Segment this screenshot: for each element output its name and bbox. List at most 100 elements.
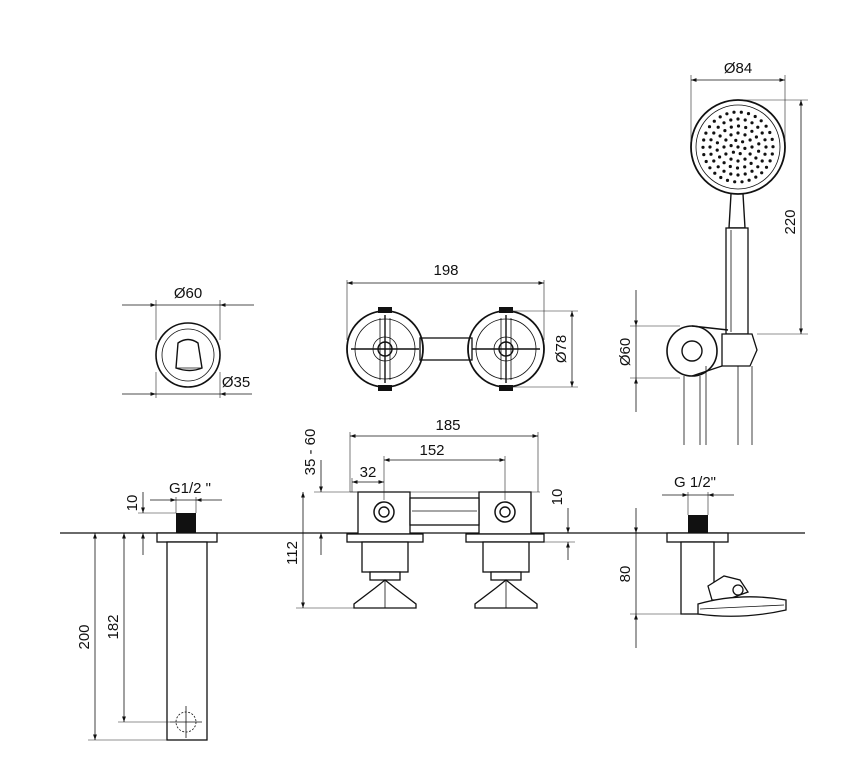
spray-nozzle-dot xyxy=(715,148,719,152)
spray-nozzle-dot xyxy=(754,175,758,179)
dim-overall-width: 185 xyxy=(435,417,460,434)
dim-mixer-height: 112 xyxy=(284,541,301,565)
spray-nozzle-dot xyxy=(763,138,767,142)
spray-nozzle-dot xyxy=(729,118,733,122)
spray-nozzle-dot xyxy=(708,145,712,149)
spray-nozzle-dot xyxy=(712,131,716,135)
dim-thread-holder: G 1/2" xyxy=(674,474,716,491)
spray-nozzle-dot xyxy=(757,142,761,146)
spray-nozzle-dot xyxy=(704,131,708,135)
spray-nozzle-dot xyxy=(707,125,712,129)
dim-hand-shower-length: 220 xyxy=(782,209,799,234)
spray-nozzle-dot xyxy=(729,125,733,129)
spray-nozzle-dot xyxy=(722,169,726,173)
spray-nozzle-dot xyxy=(718,134,722,138)
spray-nozzle-dot xyxy=(728,164,732,169)
spray-nozzle-dot xyxy=(746,112,751,116)
spray-nozzle-dot xyxy=(729,157,733,161)
spray-nozzle-dot xyxy=(770,137,774,141)
spray-nozzle-dot xyxy=(729,172,733,176)
dim-handle-diameter: Ø78 xyxy=(553,335,570,363)
spray-nozzle-dot xyxy=(722,145,726,149)
spray-nozzle-dot xyxy=(741,140,745,144)
spray-nozzle-dot xyxy=(736,159,740,163)
spray-nozzle-dot xyxy=(743,172,747,176)
spray-nozzle-dot xyxy=(748,152,752,156)
spray-nozzle-dot xyxy=(771,145,775,149)
spray-nozzle-dot xyxy=(764,124,768,128)
spray-nozzle-dot xyxy=(708,166,712,170)
spray-nozzle-dot xyxy=(764,145,768,149)
spray-nozzle-dot xyxy=(747,178,751,182)
spray-nozzle-dot xyxy=(732,110,736,114)
spray-nozzle-dot xyxy=(736,117,740,121)
spray-nozzle-dot xyxy=(724,152,728,156)
spray-nozzle-dot xyxy=(716,165,720,169)
spray-nozzle-dot xyxy=(712,119,716,123)
spray-nozzle-dot xyxy=(748,138,752,142)
spray-nozzle-dot xyxy=(718,115,722,119)
spray-nozzle-dot xyxy=(731,150,736,154)
right-cross-handle-top xyxy=(467,307,545,391)
spray-nozzle-dot xyxy=(743,133,747,137)
dim-deck-height-range: 35 - 60 xyxy=(302,429,319,476)
spray-nozzle-dot xyxy=(702,138,706,142)
spray-nozzle-dot xyxy=(729,133,733,137)
spray-nozzle-dot xyxy=(750,121,754,125)
spray-nozzle-dot xyxy=(768,130,772,135)
spray-nozzle-dot xyxy=(722,121,726,125)
mixer-front-view: 185 152 32 35 - 60 112 10 xyxy=(284,417,575,609)
spray-nozzle-dot xyxy=(760,131,764,135)
spray-nozzle-dot xyxy=(770,152,774,156)
spray-nozzle-dot xyxy=(725,178,730,182)
spray-nozzle-dot xyxy=(749,161,753,165)
dim-holder-height: 80 xyxy=(617,566,634,583)
spray-nozzle-dot xyxy=(713,171,717,175)
dim-showerhead-diameter: Ø84 xyxy=(724,60,752,77)
dim-mixer-width: 198 xyxy=(433,262,458,279)
spray-nozzle-dot xyxy=(754,156,758,160)
dim-handle-spacing: 152 xyxy=(419,442,444,459)
spray-nozzle-dot xyxy=(753,114,757,119)
dim-thread-spout: G1/2 " xyxy=(169,480,211,497)
spray-nozzle-dot xyxy=(768,159,772,163)
spray-nozzle-dot xyxy=(743,157,747,161)
spray-nozzle-dot xyxy=(754,135,759,139)
spray-nozzle-dot xyxy=(760,171,764,175)
dim-holder-diameter: Ø60 xyxy=(617,338,634,366)
spray-nozzle-dot xyxy=(757,149,761,153)
spray-nozzle-dot xyxy=(702,153,706,157)
spray-nozzle-dot xyxy=(722,161,726,165)
dim-flange-thickness-left: 10 xyxy=(124,495,141,512)
spray-nozzle-dot xyxy=(718,155,722,159)
spray-nozzle-dot xyxy=(736,131,740,135)
spray-nozzle-dot xyxy=(736,145,740,149)
dim-outlet-offset: 32 xyxy=(360,464,377,481)
spray-nozzle-dot xyxy=(750,129,754,133)
spray-nozzle-dot xyxy=(729,144,733,148)
hand-shower-front-view: Ø84 220 Ø60 xyxy=(617,60,808,445)
spray-nozzle-dot xyxy=(736,173,740,177)
valve-knob-top-view: Ø60 Ø35 xyxy=(122,285,254,398)
dim-valve-stem-diameter: Ø35 xyxy=(222,374,250,391)
spray-nozzle-dot xyxy=(739,110,743,114)
left-cross-handle-top xyxy=(346,307,424,391)
spray-nozzle-dot xyxy=(709,138,713,142)
spray-nozzle-dot xyxy=(723,129,727,133)
spout-side-view: G1/2 " 10 200 182 xyxy=(76,480,222,741)
spray-nozzle-dot xyxy=(736,124,741,128)
spray-nozzle-dot xyxy=(716,125,720,129)
spray-nozzle-dot xyxy=(750,145,754,149)
spray-nozzle-dot xyxy=(743,146,747,150)
spray-nozzle-dot xyxy=(725,112,729,116)
spray-nozzle-dot xyxy=(764,165,769,169)
spray-nozzle-dot xyxy=(734,138,738,142)
spray-nozzle-dot xyxy=(763,152,767,156)
spray-nozzle-dot xyxy=(740,180,744,184)
spray-nozzle-dot xyxy=(743,118,747,122)
spray-nozzle-dot xyxy=(759,119,763,123)
holder-side-view: G 1/2" 80 xyxy=(617,474,787,648)
spray-nozzle-dot xyxy=(709,152,713,156)
spray-nozzle-dot xyxy=(760,159,764,163)
